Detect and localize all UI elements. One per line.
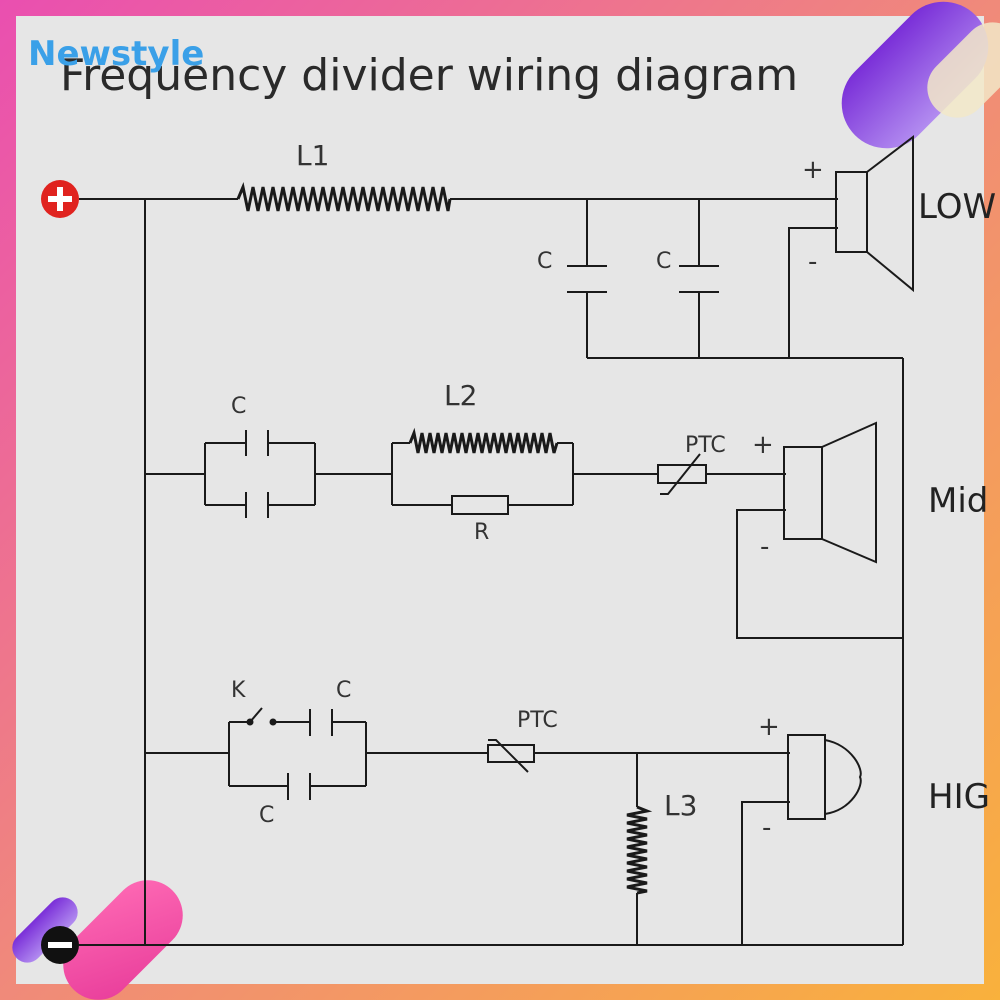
capacitor-high-1 <box>309 709 333 736</box>
label-l2: L2 <box>444 379 477 412</box>
label-high-speaker: HIG <box>928 777 990 817</box>
woofer-speaker-icon <box>835 134 914 293</box>
label-l3: L3 <box>664 789 697 822</box>
high-section <box>145 707 862 945</box>
label-l1: L1 <box>296 139 329 172</box>
minus-circle-icon <box>41 926 79 964</box>
capacitor-high-2 <box>287 773 311 800</box>
label-ptc-high: PTC <box>517 708 558 733</box>
label-mid-minus: - <box>760 532 769 562</box>
brand-watermark: Newstyle <box>28 34 204 74</box>
labels: L1 C C + - LOW C L2 R PTC + - Mid K C C … <box>231 139 996 843</box>
label-mid-speaker: Mid <box>928 481 988 521</box>
label-low-minus: - <box>808 247 817 277</box>
label-k: K <box>231 678 246 703</box>
label-c-high-2: C <box>259 803 274 828</box>
inductor-l3 <box>626 805 653 895</box>
inductor-l1 <box>236 181 452 212</box>
low-section <box>236 134 914 359</box>
resistor-r <box>451 495 509 515</box>
corner-decoration-top-light <box>927 22 1000 118</box>
midrange-speaker-icon <box>783 421 877 564</box>
label-ptc-mid: PTC <box>685 433 726 458</box>
mid-section <box>145 421 903 639</box>
label-r: R <box>474 520 489 545</box>
label-c-low-1: C <box>537 249 552 274</box>
label-c-mid: C <box>231 394 246 419</box>
label-high-minus: - <box>762 813 771 843</box>
capacitor-mid-2 <box>245 492 269 518</box>
diagram-background <box>16 16 984 984</box>
label-high-plus: + <box>758 712 780 742</box>
capacitor-low-2 <box>679 265 719 293</box>
capacitor-mid-1 <box>245 430 269 456</box>
plus-circle-icon <box>41 180 79 218</box>
corner-decoration-bottom <box>63 880 183 1000</box>
label-mid-plus: + <box>752 430 774 460</box>
corner-decoration-bottom-purple <box>12 897 78 963</box>
tweeter-speaker-icon <box>787 734 862 820</box>
capacitor-low-1 <box>567 265 607 293</box>
label-low-speaker: LOW <box>918 187 996 227</box>
main-wires <box>79 198 904 946</box>
label-low-plus: + <box>802 155 824 185</box>
diagram-title: Frequency divider wiring diagram <box>60 50 798 101</box>
label-c-low-2: C <box>656 249 671 274</box>
inductor-l2 <box>408 427 559 454</box>
corner-decoration-top <box>841 1 989 149</box>
label-c-high-1: C <box>336 678 351 703</box>
switch-k <box>246 707 277 726</box>
